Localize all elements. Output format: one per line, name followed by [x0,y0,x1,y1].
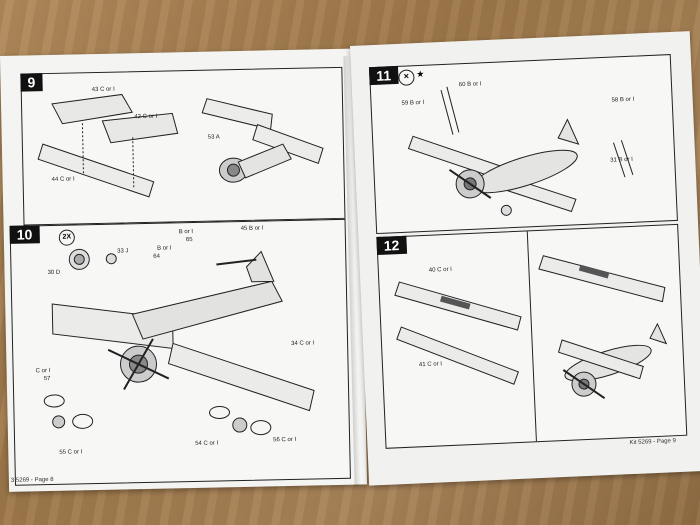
part-label: 42 C or I [134,113,158,121]
part-label: 30 D [47,269,61,277]
part-label: 40 C or I [428,266,453,274]
part-label: 33 J [117,248,129,255]
left-page-footer: 3 5269 - Page 8 [10,476,54,484]
part-label: 55 C or I [59,449,83,456]
part-label: 57 [43,376,51,383]
part-label: 41 C or I [418,361,443,369]
part-label: 34 C or I [291,340,315,347]
right-page-footer: Kit 5269 - Page 9 [629,438,677,447]
part-label: B or I [178,228,194,236]
part-label: 43 C or I [91,86,115,94]
part-label: 58 B or I [611,96,635,104]
wing-assembly-drawing [394,231,668,442]
part-label: 54 C or I [195,440,219,447]
assembled-biplane-drawing [407,86,634,216]
part-label: B or I [157,245,172,252]
upper-wing-drawing [37,93,324,198]
part-label: 31 B or I [610,156,634,164]
part-label: 56 C or I [273,436,297,444]
step-9-panel: 9 43 C or I 42 C or I 44 C or I 53 A [20,66,346,226]
part-label: 59 B or I [401,99,425,107]
part-label: 45 B or I [240,225,264,232]
part-label: 60 B or I [458,81,482,89]
step-10-panel: 10 2X 33 J 30 D B or I 65 45 B or I [9,218,351,486]
part-label: 65 [185,237,193,244]
left-instruction-page: 9 43 C or I 42 C or I 44 C or I 53 A 10 … [0,48,368,492]
right-instruction-page: 11 ✕ ★ 60 B or I 59 B or I 58 B or I 31 … [350,31,700,486]
step-11-panel: 11 ✕ ★ 60 B or I 59 B or I 58 B or I 31 … [368,54,678,235]
part-label: 53 A [207,134,220,141]
part-label: C or I [35,368,51,375]
part-label: 44 C or I [51,176,75,183]
part-label: 64 [153,253,160,260]
aircraft-fuselage-drawing [43,248,315,436]
step-12-panel: 12 40 C or I 41 C or I [376,223,688,449]
